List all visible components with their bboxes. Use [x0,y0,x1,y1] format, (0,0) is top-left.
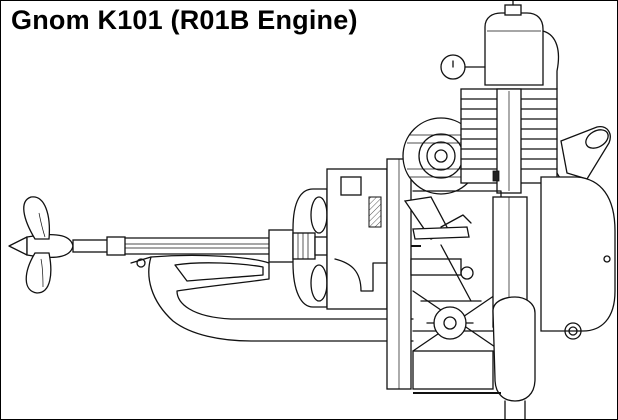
gauge [440,54,486,80]
drive-shaft-housing [72,229,421,263]
transom-clamp [426,306,474,340]
figure-title: Gnom K101 (R01B Engine) [11,5,358,35]
cylinder [460,88,558,194]
crankcase [540,176,616,340]
lower-leg [412,296,536,419]
mounting-bracket [130,254,414,342]
propeller [8,196,74,294]
fuel-tank [484,1,560,90]
pulley-housing [292,158,412,390]
